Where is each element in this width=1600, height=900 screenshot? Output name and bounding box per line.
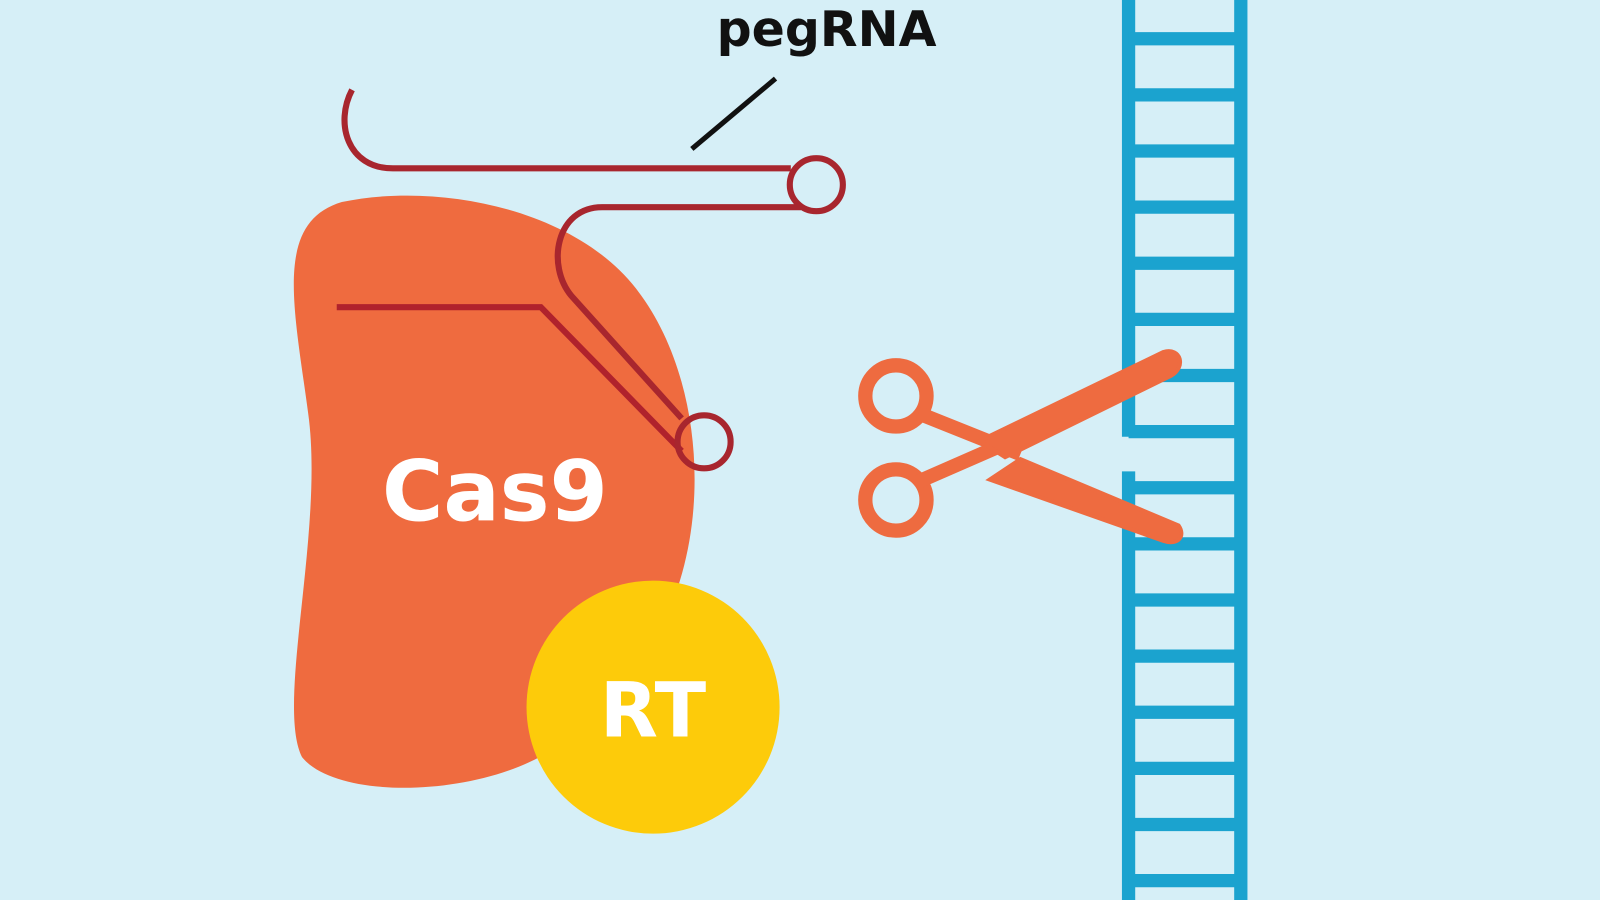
scissors-handle-lower — [858, 462, 934, 538]
scissors-blade-lower — [985, 456, 1184, 545]
rt-label: RT — [600, 667, 707, 755]
scissors-icon — [858, 349, 1184, 545]
pegrna-hairpin-loop-1 — [786, 155, 846, 215]
scissors-arm-lower — [915, 439, 1003, 489]
scissors-handle-upper — [858, 358, 934, 434]
scissors-blade-upper — [975, 349, 1182, 460]
dna-double-helix — [1121, 0, 1248, 900]
pegrna-leader-line — [690, 76, 778, 151]
dna-rungs — [1128, 32, 1241, 888]
pegrna-lower-strand — [554, 204, 802, 421]
pegrna-spacer-strand — [336, 304, 684, 454]
reverse-transcriptase — [526, 580, 780, 834]
pegrna — [341, 88, 846, 472]
pegrna-upper-strand — [341, 88, 791, 172]
pegrna-hairpin-loop-2 — [674, 412, 734, 472]
cas9-label: Cas9 — [382, 442, 608, 540]
pegrna-label: pegRNA — [717, 1, 937, 58]
